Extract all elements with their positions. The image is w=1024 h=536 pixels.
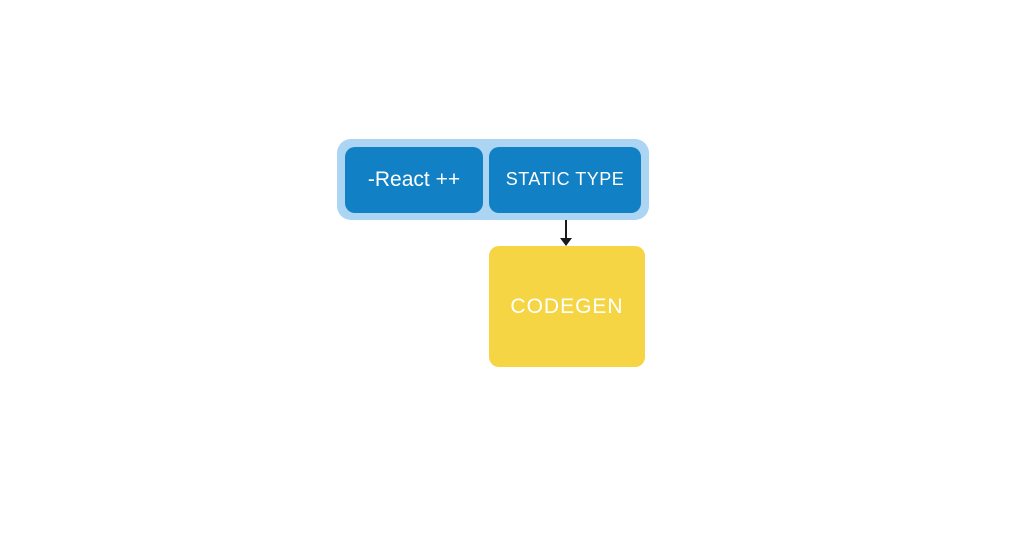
arrow-line — [565, 220, 567, 239]
blue-group-container: -React ++ STATIC TYPE — [337, 139, 649, 220]
node-react-label: -React ++ — [367, 167, 461, 191]
node-static-type: STATIC TYPE — [489, 146, 641, 213]
arrow-head-icon — [560, 238, 572, 246]
node-codegen-label: CODEGEN — [510, 294, 624, 318]
node-react: -React ++ — [345, 146, 483, 213]
node-static-type-label: STATIC TYPE — [505, 169, 625, 189]
node-codegen: CODEGEN — [489, 246, 645, 367]
